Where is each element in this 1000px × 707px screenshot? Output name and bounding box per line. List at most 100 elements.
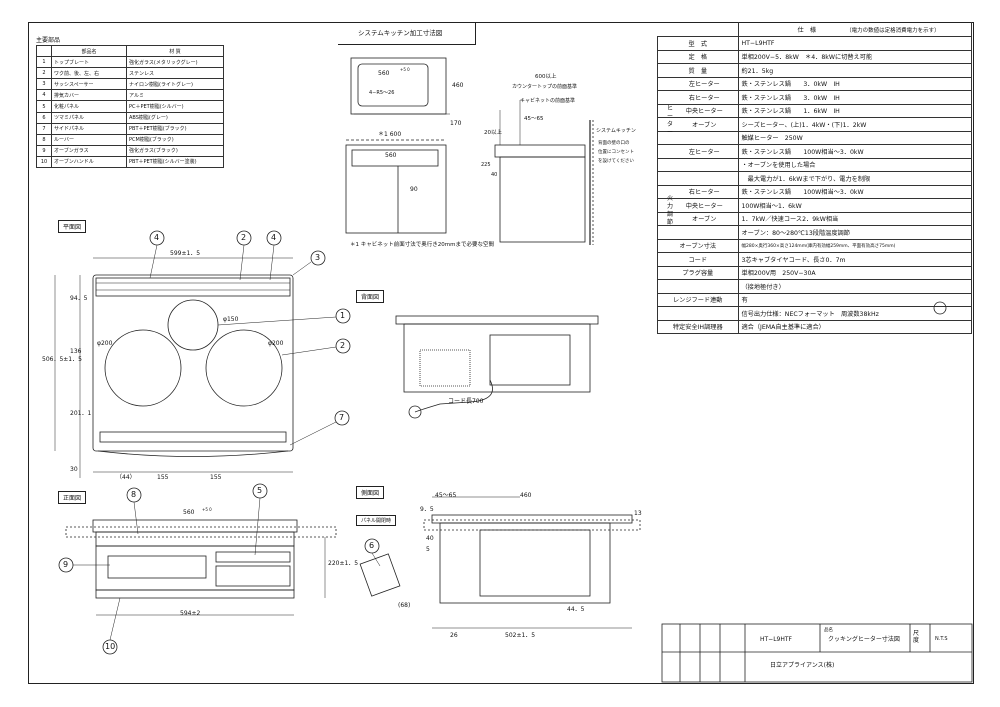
side-d13: 13 [634, 510, 642, 517]
plan-heater-center [167, 299, 219, 351]
side-d26: 26 [450, 632, 458, 639]
plan-h201: 201．1 [70, 410, 92, 417]
parts-material: 強化ガラス(メタリックグレー) [126, 56, 224, 69]
balloon-1-label: 1 [340, 311, 346, 320]
back-plug [408, 405, 422, 419]
kitchen-syskit: システムキッチン [596, 128, 636, 134]
kitchen-cabinet-top [351, 149, 439, 167]
specs-row: （接地極付き） [657, 279, 972, 294]
specs-value: HT−L9HTF [737, 36, 972, 51]
specs-row: プラグ容量単相200V用 250V−30A [657, 265, 972, 280]
back-cord-label: コード長700 [448, 398, 484, 405]
side-d460: 460 [520, 492, 532, 499]
specs-key: プラグ容量 [657, 265, 739, 280]
parts-material: PC＋PET樹脂(シルバー) [126, 100, 224, 113]
specs-header-note: （電力の数値は定格消費電力を示す） [846, 27, 940, 34]
kitchen-h460: 460 [452, 82, 464, 89]
side-panel-title: パネル開閉時 [356, 515, 397, 526]
specs-row: 最大電力が1．6kWまで下がり、電力を制限 [657, 171, 972, 186]
kitchen-d40: 40 [491, 172, 498, 178]
kitchen-tol: +5 0 [400, 67, 410, 72]
kitchen-counter-label: カウンタートップの前面基準 [512, 84, 578, 90]
parts-name: 排気カバー [51, 89, 127, 102]
front-bottom-width: 594±2 [180, 610, 201, 617]
title-block [661, 623, 973, 683]
kitchen-d170: 170 [450, 120, 462, 127]
front-oven-glass [107, 555, 207, 579]
front-view-title: 正面図 [58, 491, 87, 504]
plan-front-curve [97, 450, 289, 457]
balloon-2b-label: 2 [340, 341, 346, 350]
kitchen-counter [494, 144, 586, 158]
front-control-panel [215, 551, 291, 563]
balloon-9-label: 9 [63, 560, 69, 569]
parts-name: 化粧パネル [51, 100, 127, 113]
specs-row: 右ヒーター鉄・ステンレス鍋 3．0kW IH [657, 90, 972, 105]
kitchen-d600-min: 600以上 [535, 74, 557, 80]
parts-material: アルミ [126, 89, 224, 102]
plan-width: 599±1．5 [170, 250, 201, 257]
front-lower-panel [215, 565, 291, 587]
side-body [439, 522, 611, 604]
front-width: 560 [183, 509, 195, 516]
plug-symbol [933, 301, 947, 315]
plan-h136: 136 [70, 348, 82, 355]
specs-value: （接地極付き） [737, 279, 972, 294]
plan-outline [92, 274, 294, 452]
front-body [95, 545, 295, 591]
parts-material: ABS樹脂(グレー) [126, 111, 224, 124]
specs-group-fire: 火力調節 [666, 195, 673, 226]
plan-h30: 30 [70, 466, 78, 473]
specs-value: 3芯キャブタイヤコード、長さ0．7m [737, 252, 972, 267]
front-top [92, 519, 298, 533]
balloon-3 [310, 250, 326, 266]
parts-material: ステンレス [126, 67, 224, 80]
parts-material: PBT＋PET樹脂(シルバー塗装) [126, 155, 224, 169]
side-panel-open [359, 553, 401, 597]
specs-value: 適合（JEMA自主基準に適合） [737, 319, 972, 334]
plan-view-title: 平面図 [58, 220, 87, 233]
balloon-5-label: 5 [257, 486, 263, 495]
kitchen-d90: 90 [410, 186, 418, 193]
side-d445: 44．5 [567, 606, 585, 613]
side-d4565: 45〜65 [435, 492, 457, 499]
specs-value: 単相200V用 250V−30A [737, 265, 972, 280]
titleblock-company: 日立アプライアンス(株) [770, 662, 835, 669]
back-top [395, 315, 599, 325]
kitchen-outlet-2: 位置にコンセント [598, 150, 634, 155]
kitchen-side-cabinet [499, 156, 586, 243]
side-d40: 40 [426, 535, 434, 542]
titleblock-label: 品名 [824, 628, 833, 633]
kitchen-d20: 20以上 [484, 130, 502, 136]
front-tol: +5 0 [202, 507, 212, 512]
plan-exhaust [95, 277, 291, 297]
back-body [403, 323, 591, 393]
specs-row: 質 量約21．5kg [657, 63, 972, 78]
balloon-1 [335, 308, 351, 324]
parts-material: ナイロン樹脂(ライトグレー) [126, 78, 224, 91]
kitchen-cutout-hole [357, 63, 429, 107]
specs-value: 有 [737, 292, 972, 307]
plan-d150: φ150 [223, 316, 239, 323]
titleblock-model: HT−L9HTF [760, 636, 792, 643]
specs-value: 信号出力仕様：NECフォーマット 周波数38kHz [737, 306, 972, 321]
drawing-frame [28, 22, 974, 684]
plan-d200-right: φ200 [268, 340, 284, 347]
side-d95: 9．5 [420, 506, 434, 513]
kitchen-d225: 225 [481, 162, 491, 168]
titleblock-scale-label: 尺度 [913, 630, 920, 644]
plan-b44: （44） [116, 474, 136, 481]
parts-title: 主要部品 [36, 37, 61, 44]
kitchen-title-box [338, 22, 476, 45]
plan-depth: 506．5±1．5 [42, 356, 82, 363]
